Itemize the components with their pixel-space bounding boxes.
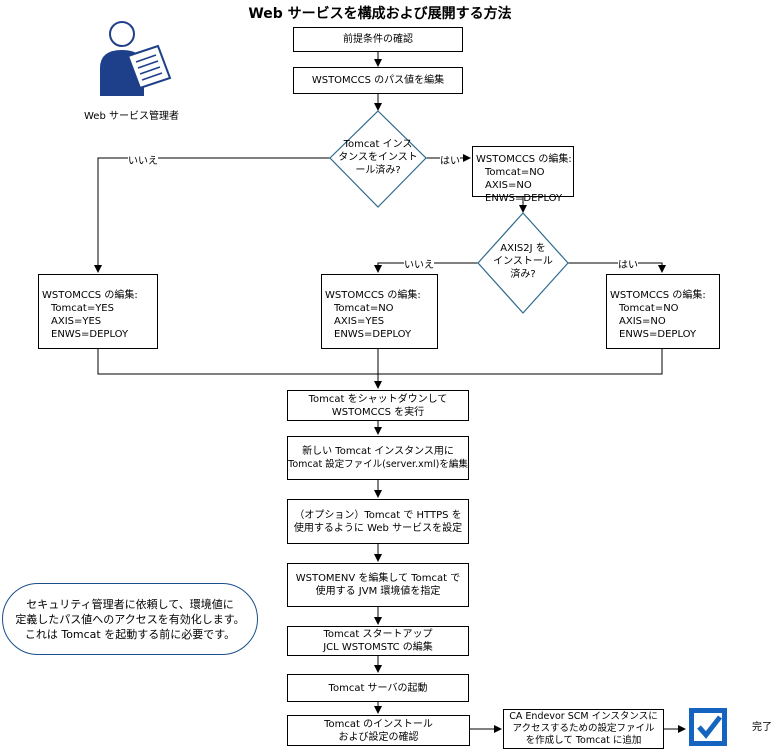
edit-box-axis-no-title: WSTOMCCS の編集: [325, 290, 421, 301]
edit-box-axis-no-line: AXIS=YES [334, 316, 385, 327]
edit-box-tomcat-yes-line: ENWS=DEPLOY [485, 193, 563, 204]
edit-box-axis-yes-line: AXIS=NO [619, 316, 666, 327]
step-prereq-label: 前提条件の確認 [343, 34, 413, 45]
decision-axis-installed: AXIS2J を インストール 済み? [478, 242, 568, 281]
label-yes-2: はい [618, 256, 638, 271]
step-verify-line-1: Tomcat のインストール [324, 718, 433, 730]
step-edit-path: WSTOMCCS のパス値を編集 [293, 67, 463, 94]
role-label: Web サービス管理者 [84, 111, 179, 122]
edit-box-axis-yes-line: Tomcat=NO [619, 303, 679, 314]
edit-box-axis-no-line: Tomcat=NO [334, 303, 394, 314]
decision-tomcat-installed-shape [329, 110, 427, 208]
edit-box-axis-yes-line: ENWS=DEPLOY [619, 329, 697, 340]
step-wstomenv-line-2: 使用する JVM 環境値を指定 [315, 586, 441, 597]
step-shutdown: Tomcat をシャットダウンして WSTOMCCS を実行 [287, 390, 469, 421]
edit-box-tomcat-no-line: ENWS=DEPLOY [51, 329, 129, 340]
security-note-line-3: これは Tomcat を起動する前に必要です。 [24, 627, 236, 641]
step-startup-jcl-line-1: Tomcat スタートアップ [323, 629, 433, 640]
edit-box-tomcat-yes-line: Tomcat=NO [485, 167, 545, 178]
step-https-line-1: （オプション）Tomcat で HTTPS を [294, 509, 462, 521]
edit-box-axis-no: WSTOMCCS の編集: Tomcat=NO AXIS=YES ENWS=DE… [321, 274, 438, 349]
step-prereq: 前提条件の確認 [293, 27, 463, 52]
step-shutdown-line-2: WSTOMCCS を実行 [331, 406, 425, 418]
step-wstomenv-line-1: WSTOMENV を編集して Tomcat で [295, 573, 461, 584]
decision-tomcat-line-2: タンスをインスト [338, 152, 418, 163]
decision-axis-line-1: AXIS2J を [500, 243, 546, 254]
step-https: （オプション）Tomcat で HTTPS を 使用するように Web サービス… [287, 499, 469, 544]
step-https-line-2: 使用するように Web サービスを設定 [293, 522, 463, 534]
label-no-1: いいえ [128, 152, 158, 167]
step-verify-line-2: および設定の確認 [338, 731, 419, 743]
decision-tomcat-line-1: Tomcat インス [343, 139, 413, 150]
step-start-server-label: Tomcat サーバの起動 [328, 682, 428, 694]
label-yes-1: はい [440, 152, 460, 167]
step-start-server: Tomcat サーバの起動 [287, 674, 469, 702]
page-title: Web サービスを構成および展開する方法 [248, 6, 512, 22]
arrow-decision-no [94, 157, 330, 273]
step-edit-config: 新しい Tomcat インスタンス用に Tomcat 設定ファイル(server… [287, 436, 469, 480]
step-edit-config-line-2: Tomcat 設定ファイル(server.xml)を編集 [288, 459, 468, 470]
security-note-line-2: 定義したパス値へのアクセスを有効化します。 [15, 612, 245, 626]
arrow-axis-yes [568, 262, 666, 273]
admin-icon [92, 10, 172, 96]
decision-tomcat-installed: Tomcat インス タンスをインスト ール済み? [330, 138, 426, 177]
step-startup-jcl: Tomcat スタートアップ JCL WSTOMSTC の編集 [287, 626, 469, 656]
decision-tomcat-line-3: ール済み? [355, 165, 401, 176]
edit-box-tomcat-no-title: WSTOMCCS の編集: [42, 290, 138, 301]
edit-box-tomcat-yes-title: WSTOMCCS の編集: [476, 154, 572, 165]
step-wstomenv: WSTOMENV を編集して Tomcat で 使用する JVM 環境値を指定 [287, 563, 469, 607]
decision-axis-line-2: インストール [493, 256, 553, 267]
checkbox-done-icon [688, 707, 728, 747]
step-add-config-line-2: アクセスするための設定ファイル [512, 723, 655, 734]
arrow-axis-no [374, 262, 478, 273]
edit-box-axis-yes-title: WSTOMCCS の編集: [610, 290, 706, 301]
step-add-config: CA Endevor SCM インスタンスに アクセスするための設定ファイル を… [503, 709, 664, 749]
step-edit-config-line-1: 新しい Tomcat インスタンス用に [302, 446, 454, 457]
step-add-config-line-1: CA Endevor SCM インスタンスに [509, 711, 658, 722]
step-edit-path-label: WSTOMCCS のパス値を編集 [311, 75, 445, 86]
label-no-2: いいえ [404, 256, 434, 271]
merge-line [97, 349, 663, 375]
done-label: 完了 [752, 722, 772, 733]
step-verify: Tomcat のインストール および設定の確認 [287, 715, 470, 746]
edit-box-tomcat-yes: WSTOMCCS の編集: Tomcat=NO AXIS=NO ENWS=DEP… [472, 146, 574, 204]
decision-axis-line-3: 済み? [510, 269, 536, 280]
decision-axis-installed-shape [477, 212, 569, 314]
step-add-config-line-3: を作成して Tomcat に追加 [525, 735, 642, 746]
edit-box-tomcat-no-line: Tomcat=YES [51, 303, 114, 314]
security-note: セキュリティ管理者に依頼して、環境値に 定義したパス値へのアクセスを有効化します… [2, 583, 258, 655]
security-note-line-1: セキュリティ管理者に依頼して、環境値に [26, 597, 234, 611]
edit-box-axis-yes: WSTOMCCS の編集: Tomcat=NO AXIS=NO ENWS=DEP… [606, 274, 720, 349]
edit-box-tomcat-yes-line: AXIS=NO [485, 180, 532, 191]
edit-box-tomcat-no-line: AXIS=YES [51, 316, 102, 327]
step-startup-jcl-line-2: JCL WSTOMSTC の編集 [323, 642, 433, 653]
step-shutdown-line-1: Tomcat をシャットダウンして [308, 393, 448, 405]
edit-box-tomcat-no: WSTOMCCS の編集: Tomcat=YES AXIS=YES ENWS=D… [38, 274, 158, 349]
edit-box-axis-no-line: ENWS=DEPLOY [334, 329, 412, 340]
